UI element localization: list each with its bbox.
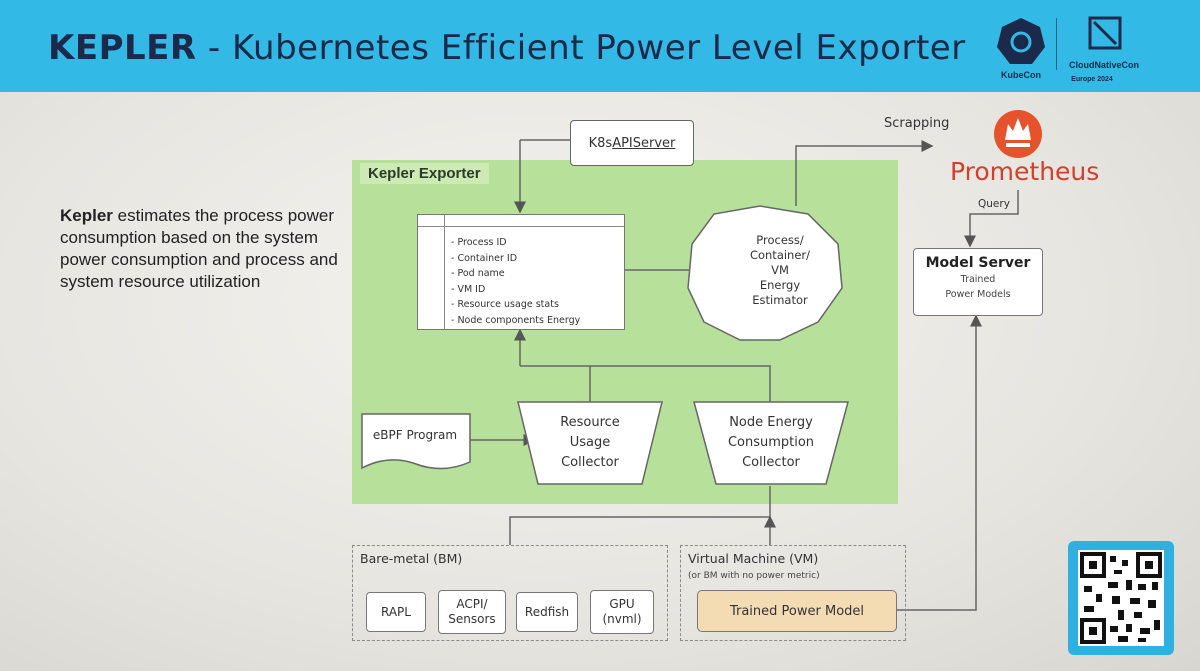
description-text: Kepler estimates the process power consu… [60, 205, 360, 293]
kubecon-caption: KubeCon [1001, 70, 1041, 80]
trained-power-model-box: Trained Power Model [697, 590, 897, 632]
table-item: - Pod name [451, 268, 505, 279]
arrow-hardware-to-node [509, 486, 770, 545]
title-keyword: KEPLER [48, 28, 197, 68]
arrow-query [964, 190, 1019, 248]
model-server-title: Model Server [925, 255, 1031, 271]
kubecon-logo-icon: KubeCon [997, 18, 1045, 80]
kepler-exporter-label: Kepler Exporter [360, 163, 489, 184]
node-collector-shape [693, 401, 849, 485]
apiserver-name: APIServer [612, 135, 676, 151]
table-item: - Process ID [451, 237, 507, 248]
resource-usage-collector-label: Resource Usage Collector [560, 415, 620, 470]
table-item: - Node components Energy [451, 314, 581, 326]
node-energy-collector-label: Node Energy Consumption Collector [727, 415, 815, 470]
slide-title: KEPLER - Kubernetes Efficient Power Leve… [48, 28, 966, 68]
table-items: - Process ID - Container ID - Pod name -… [451, 235, 580, 328]
rapl-box: RAPL [366, 592, 426, 632]
arrow-scrapping [795, 140, 934, 206]
model-server-sub2: Power Models [945, 289, 1011, 300]
k8s-apiserver-box: K8s APIServer [570, 120, 694, 166]
ebpf-shape [361, 413, 471, 470]
resource-collector-shape [517, 401, 663, 485]
logo-divider [1056, 18, 1057, 70]
table-header-row [418, 215, 624, 227]
description-keyword: Kepler [60, 206, 113, 225]
arrow-trained-to-model [895, 314, 982, 611]
metrics-table: - Process ID - Container ID - Pod name -… [417, 214, 625, 330]
table-item: - Container ID [451, 252, 518, 264]
estimator-shape [687, 205, 843, 341]
title-rest: - Kubernetes Efficient Power Level Expor… [196, 28, 966, 68]
arrow-api-to-table [520, 139, 570, 212]
qr-code-icon [1078, 550, 1164, 646]
query-label: Query [978, 198, 1010, 210]
redfish-box: Redfish [516, 592, 578, 632]
table-item: - VM ID [451, 283, 486, 295]
baremetal-label: Bare-metal (BM) [360, 551, 463, 566]
cloudnativecon-logo-icon: CloudNativeCon Europe 2024 [1069, 16, 1139, 83]
arrow-collectors-to-table [520, 330, 771, 402]
table-item: - Resource usage stats [451, 299, 559, 310]
apiserver-prefix: K8s [588, 135, 613, 151]
model-server-sub1: Trained [960, 274, 996, 285]
gpu-nvml-box: GPU (nvml) [590, 590, 654, 634]
baremetal-group [352, 545, 668, 641]
prometheus-label: Prometheus [950, 157, 1100, 186]
table-index-column [444, 215, 445, 329]
vm-sublabel: (or BM with no power metric) [688, 571, 820, 581]
cloudnativecon-caption: CloudNativeCon [1069, 60, 1139, 70]
model-server-box: Model Server Trained Power Models [913, 248, 1043, 316]
energy-estimator-label: Process/ Container/ VM Energy Estimator [749, 233, 811, 307]
prometheus-logo-icon [994, 110, 1042, 158]
description-body: estimates the process power consumption … [60, 206, 338, 291]
event-caption: Europe 2024 [1071, 76, 1113, 83]
acpi-sensors-box: ACPI/ Sensors [438, 590, 506, 634]
ebpf-program-label: eBPF Program [372, 428, 458, 442]
vm-label: Virtual Machine (VM) [688, 551, 819, 566]
scrapping-label: Scrapping [884, 116, 950, 131]
vm-group [680, 545, 906, 641]
